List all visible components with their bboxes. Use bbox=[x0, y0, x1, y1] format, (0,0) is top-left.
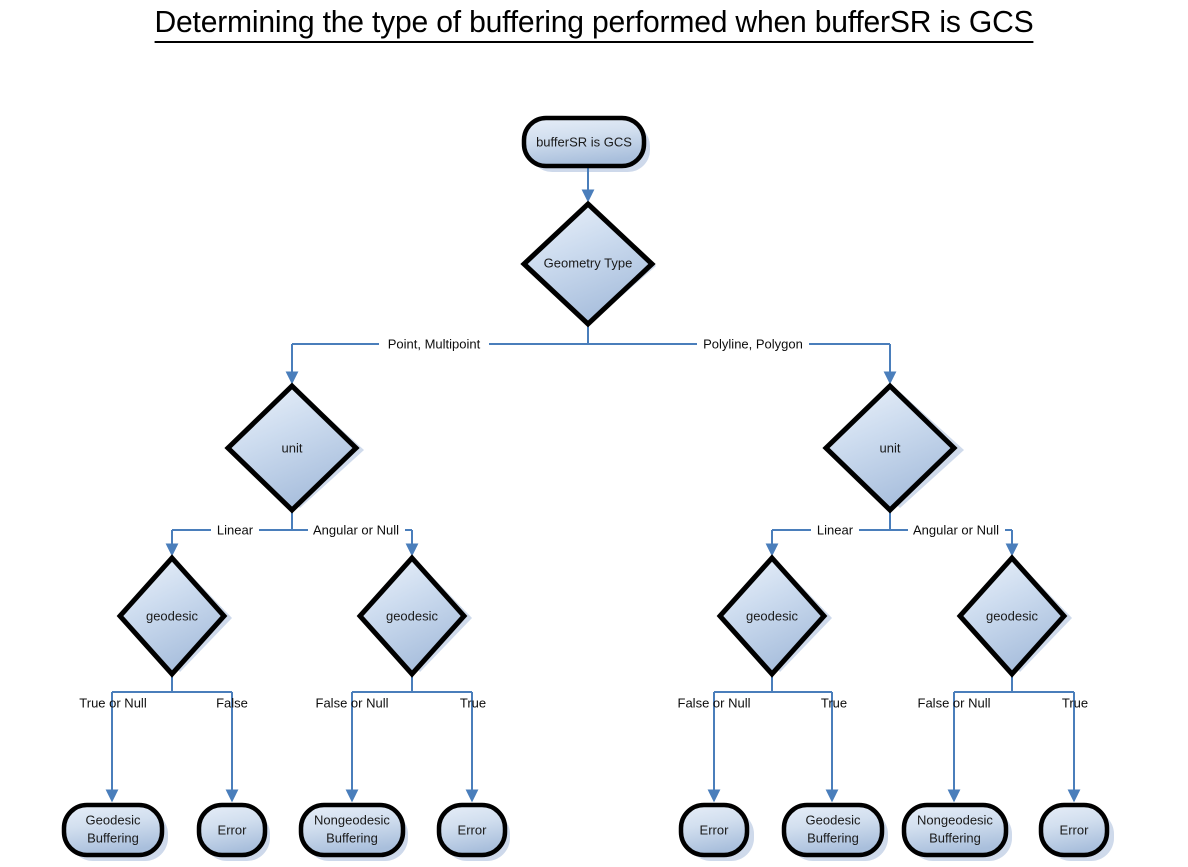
node-terminal-1-label-line2: Buffering bbox=[87, 830, 139, 845]
node-geometry-type-shape[interactable] bbox=[520, 200, 656, 328]
node-terminal-3-label-line2: Buffering bbox=[326, 830, 378, 845]
node-geodesic-1[interactable]: geodesic bbox=[116, 554, 228, 678]
node-terminal-5-shape[interactable] bbox=[678, 802, 750, 858]
node-terminal-5-label-line1: Error bbox=[700, 822, 730, 837]
edge-label-g2-false-or-null: False or Null bbox=[316, 695, 389, 710]
edge-label-g1-false: False bbox=[216, 695, 248, 710]
node-geodesic-2[interactable]: geodesic bbox=[356, 554, 468, 678]
node-start[interactable]: bufferSR is GCS bbox=[521, 115, 647, 169]
node-geometry-type-label: Geometry Type bbox=[544, 255, 633, 270]
node-unit-left-shape[interactable] bbox=[224, 382, 360, 514]
node-geodesic-3[interactable]: geodesic bbox=[716, 554, 828, 678]
edge-label-g2-true: True bbox=[460, 695, 486, 710]
node-terminal-6-label-line2: Buffering bbox=[807, 830, 859, 845]
node-terminal-4-label-line1: Error bbox=[458, 822, 488, 837]
node-unit-right[interactable]: unit bbox=[822, 382, 958, 514]
node-terminal-8-shape[interactable] bbox=[1038, 802, 1110, 858]
node-geodesic-3-shape[interactable] bbox=[716, 554, 828, 678]
edge-label-unitleft-angular: Angular or Null bbox=[313, 522, 399, 537]
page-title-text: Determining the type of buffering perfor… bbox=[154, 4, 1034, 43]
node-geodesic-1-shape[interactable] bbox=[116, 554, 228, 678]
node-terminal-2-label-line1: Error bbox=[218, 822, 248, 837]
node-terminal-8-label-line1: Error bbox=[1060, 822, 1090, 837]
edge-label-layer: Point, Multipoint Polyline, Polygon Line… bbox=[79, 335, 1088, 710]
edge-label-unitleft-linear: Linear bbox=[217, 522, 254, 537]
node-terminal-6-shape[interactable] bbox=[781, 802, 885, 858]
node-terminal-1-label-line1: Geodesic bbox=[86, 812, 141, 827]
node-unit-right-label: unit bbox=[880, 440, 901, 455]
node-unit-left-label: unit bbox=[282, 440, 303, 455]
node-geodesic-2-shape[interactable] bbox=[356, 554, 468, 678]
node-terminal-3-shape[interactable] bbox=[298, 802, 406, 858]
edge-label-g4-false-or-null: False or Null bbox=[918, 695, 991, 710]
node-geometry-type[interactable]: Geometry Type bbox=[520, 200, 656, 328]
node-geodesic-3-label: geodesic bbox=[746, 608, 799, 623]
node-terminal-5[interactable]: Error bbox=[678, 802, 750, 858]
edge-label-g3-true: True bbox=[821, 695, 847, 710]
page-title: Determining the type of buffering perfor… bbox=[18, 0, 1170, 43]
node-terminal-7-label-line1: Nongeodesic bbox=[917, 812, 993, 827]
node-terminal-2-shape[interactable] bbox=[196, 802, 268, 858]
node-terminal-1[interactable]: Geodesic Buffering bbox=[61, 802, 165, 858]
node-terminal-3[interactable]: Nongeodesic Buffering bbox=[298, 802, 406, 858]
edge-label-g3-false-or-null: False or Null bbox=[678, 695, 751, 710]
node-terminal-3-label-line1: Nongeodesic bbox=[314, 812, 390, 827]
node-start-label: bufferSR is GCS bbox=[536, 134, 632, 149]
node-geodesic-4[interactable]: geodesic bbox=[956, 554, 1068, 678]
node-terminal-7[interactable]: Nongeodesic Buffering bbox=[901, 802, 1009, 858]
node-unit-right-shape[interactable] bbox=[822, 382, 958, 514]
node-terminal-2[interactable]: Error bbox=[196, 802, 268, 858]
edge-label-point-multipoint: Point, Multipoint bbox=[388, 336, 481, 351]
edge-label-unitright-linear: Linear bbox=[817, 522, 854, 537]
node-terminal-6-label-line1: Geodesic bbox=[806, 812, 861, 827]
edge-label-g1-true-or-null: True or Null bbox=[79, 695, 147, 710]
node-start-shape[interactable] bbox=[521, 115, 647, 169]
edge-label-unitright-angular: Angular or Null bbox=[913, 522, 999, 537]
node-terminal-7-shape[interactable] bbox=[901, 802, 1009, 858]
node-geodesic-4-shape[interactable] bbox=[956, 554, 1068, 678]
node-unit-left[interactable]: unit bbox=[224, 382, 360, 514]
node-terminal-7-label-line2: Buffering bbox=[929, 830, 981, 845]
node-geodesic-1-label: geodesic bbox=[146, 608, 199, 623]
edge-label-polyline-polygon: Polyline, Polygon bbox=[703, 336, 803, 351]
node-terminal-1-shape[interactable] bbox=[61, 802, 165, 858]
node-terminal-8[interactable]: Error bbox=[1038, 802, 1110, 858]
node-terminal-6[interactable]: Geodesic Buffering bbox=[781, 802, 885, 858]
node-terminal-4-shape[interactable] bbox=[436, 802, 508, 858]
node-geodesic-4-label: geodesic bbox=[986, 608, 1039, 623]
node-terminal-4[interactable]: Error bbox=[436, 802, 508, 858]
node-geodesic-2-label: geodesic bbox=[386, 608, 439, 623]
edge-label-g4-true: True bbox=[1062, 695, 1088, 710]
